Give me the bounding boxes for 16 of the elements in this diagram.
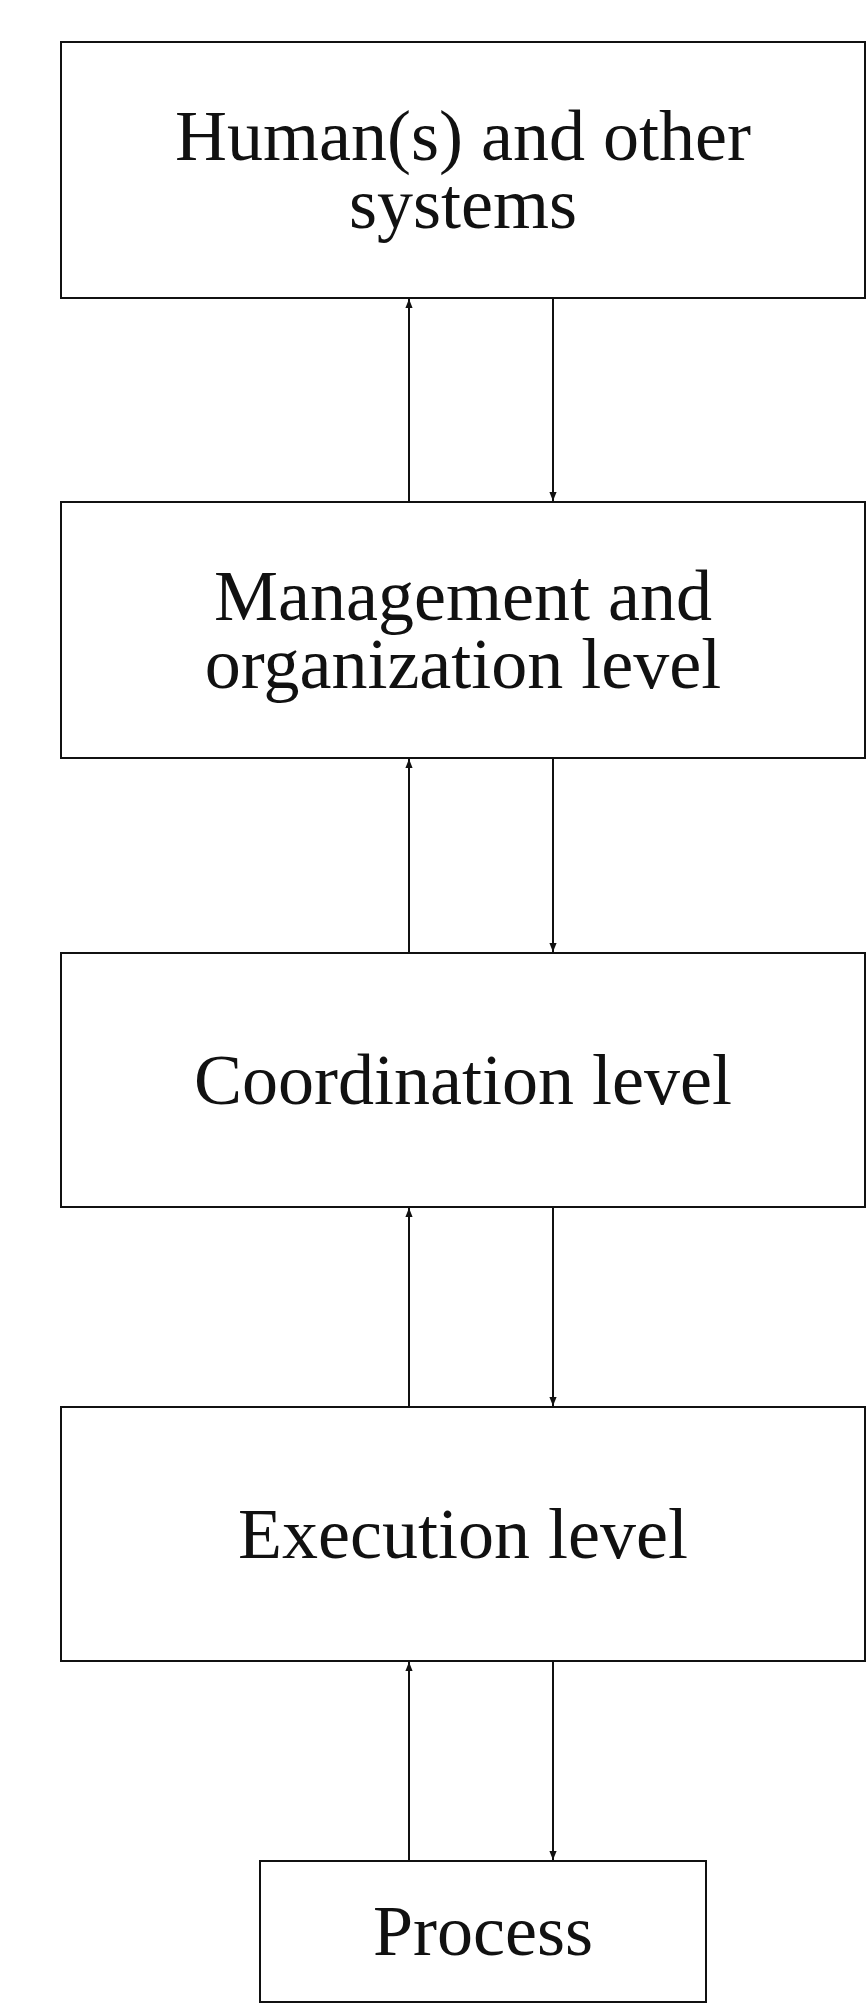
arrow	[405, 298, 413, 502]
arrow	[549, 298, 557, 502]
arrow	[549, 1661, 557, 1861]
arrow	[549, 1207, 557, 1407]
process-box	[60, 952, 866, 1208]
process-box	[60, 501, 866, 759]
process-box	[60, 41, 866, 299]
arrow	[405, 758, 413, 953]
arrow	[405, 1661, 413, 1861]
box-label: Coordination level	[194, 1045, 732, 1115]
arrow	[549, 758, 557, 953]
box-label: Execution level	[238, 1499, 688, 1569]
box-label: Process	[373, 1897, 593, 1966]
process-box	[259, 1860, 707, 2003]
process-box	[60, 1406, 866, 1662]
arrow	[405, 1207, 413, 1407]
